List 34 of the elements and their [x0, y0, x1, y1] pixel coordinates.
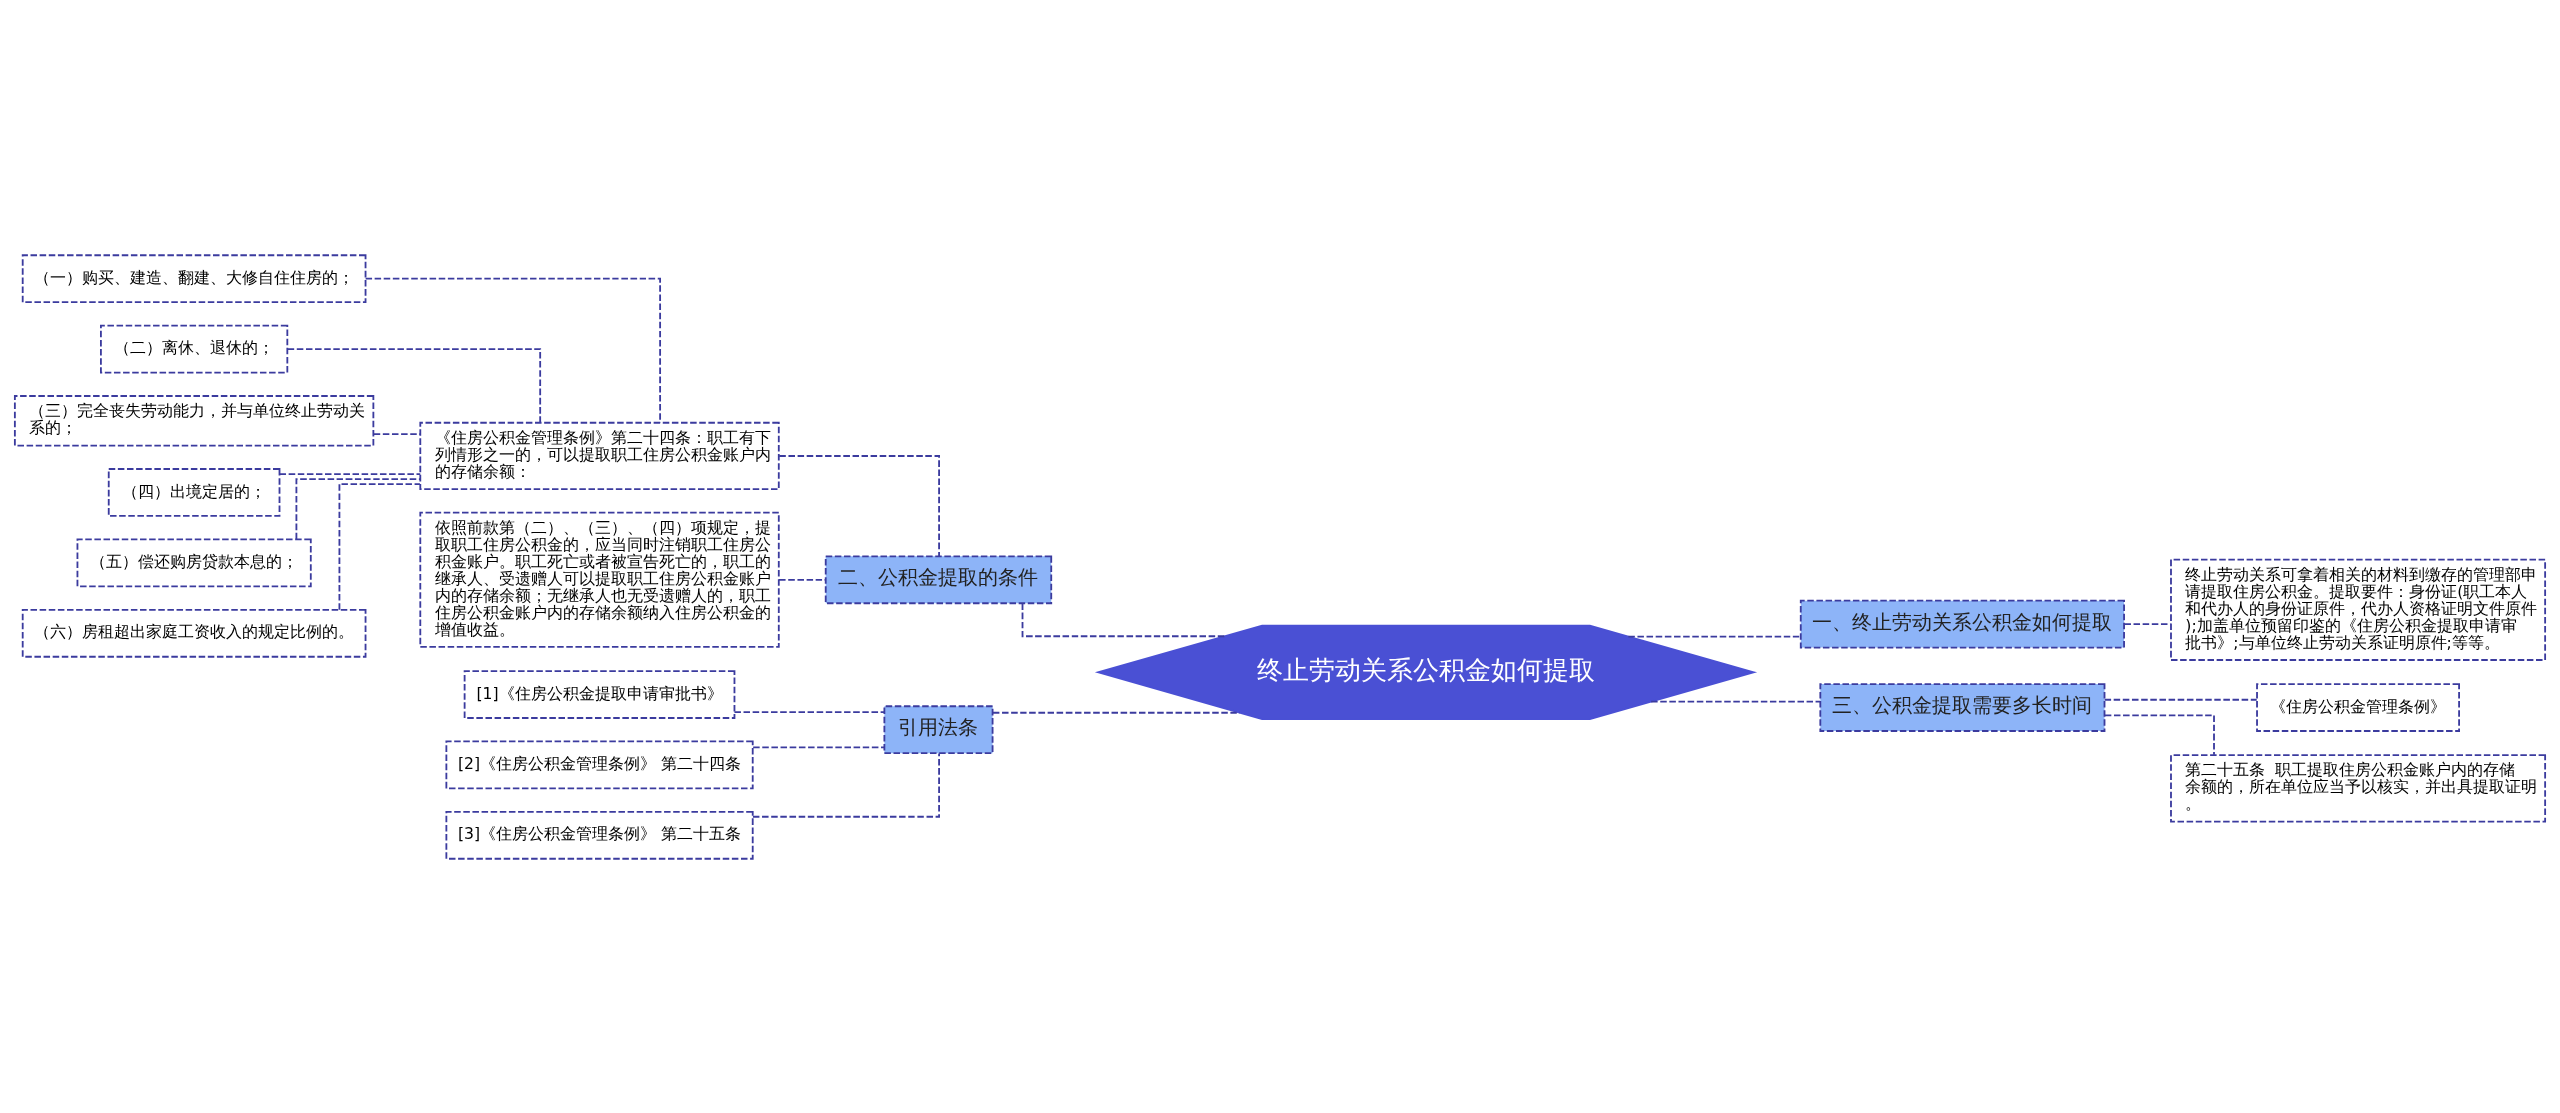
- node-box: 一、终止劳动关系公积金如何提取: [1799, 599, 2125, 648]
- node-box: 二、公积金提取的条件: [824, 554, 1053, 604]
- node-box: （二）离休、退休的；: [100, 324, 289, 373]
- connector: [2103, 698, 2258, 701]
- connector: [733, 710, 886, 713]
- connector: [778, 454, 940, 557]
- connector: [752, 745, 886, 748]
- connector: [992, 711, 1241, 714]
- connector: [1627, 635, 1802, 637]
- connector: [1650, 700, 1821, 703]
- node-box: （五）偿还购房贷款本息的；: [76, 538, 312, 587]
- connector: [752, 752, 940, 818]
- node-box: （六）房租超出家庭工资收入的规定比例的。: [21, 608, 367, 658]
- node-box: [3]《住房公积金管理条例》 第二十五条: [445, 810, 754, 860]
- node-box: （三）完全丧失劳动能力，并与单位终止劳动关系的；: [13, 394, 375, 446]
- node-box: 依照前款第（二）、（三）、（四）项规定，提取职工住房公积金的，应当同时注销职工住房公积金账户。职工死亡或者被宣告死亡的，职工的继承人、受遗赠人可以提取职工住房公积金账户内的存储余额；无继承人也无受遗赠人的，职工住房公积金账户内的存储余额纳入住房公积金的增值收益。: [419, 511, 780, 648]
- node-box: 三、公积金提取需要多长时间: [1819, 682, 2106, 732]
- node-box: （一）购买、建造、翻建、大修自住住房的；: [21, 253, 367, 303]
- connector: [278, 472, 422, 475]
- node-box: 《住房公积金管理条例》第二十四条：职工有下列情形之一的，可以提取职工住房公积金账户内的存储余额：: [419, 421, 780, 490]
- node-box: 终止劳动关系可拿着相关的材料到缴存的管理部申请提取住房公积金。提取要件：身份证(职工本人和代办人的身份证原件，代办人资格证明文件原件);加盖单位预留印鉴的《住房公积金提取申请审批书》;与单位终止劳动关系证明原件;等等。: [2170, 558, 2547, 661]
- connector: [2103, 713, 2215, 756]
- node-box: [1]《住房公积金提取申请审批书》: [463, 669, 736, 719]
- node-box: （四）出境定居的；: [107, 467, 281, 517]
- node-box: 《住房公积金管理条例》: [2256, 682, 2460, 732]
- connector: [778, 578, 827, 581]
- node-box: 第二十五条 职工提取住房公积金账户内的存储余额的，所在单位应当予以核实，并出具提取证明。: [2170, 753, 2547, 823]
- connector: [364, 277, 662, 424]
- connector: [338, 482, 421, 611]
- connector: [295, 477, 422, 540]
- connector: [372, 432, 422, 435]
- node-box: [2]《住房公积金管理条例》 第二十四条: [445, 740, 754, 789]
- connector: [286, 347, 542, 423]
- node-box: 引用法条: [883, 704, 994, 754]
